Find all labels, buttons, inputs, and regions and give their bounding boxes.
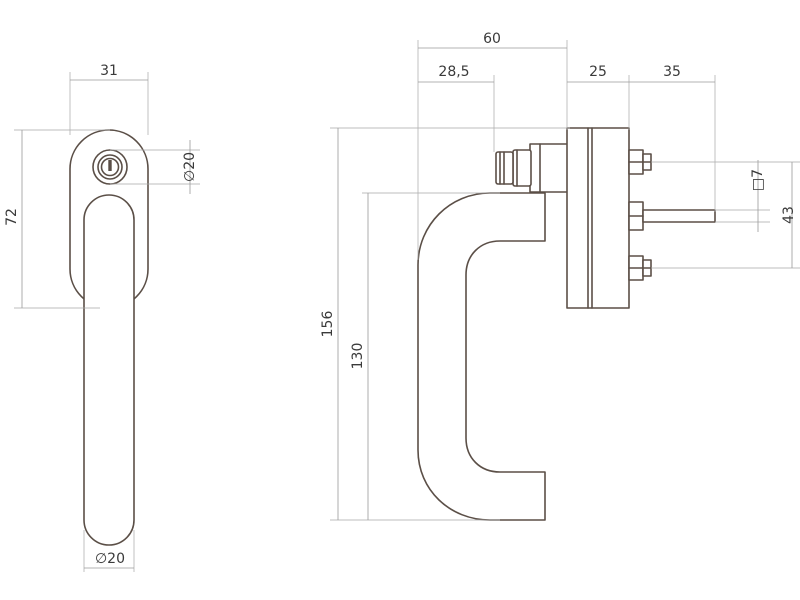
dim-side-key-offset-label: 28,5 — [438, 64, 469, 80]
dim-front-width: 31 — [69, 63, 149, 135]
dim-spindle-square: □7 — [715, 160, 770, 232]
side-view: 60 28,5 25 35 156 — [320, 31, 800, 521]
dim-screw-spacing: 43 — [651, 161, 800, 269]
dim-rosette-diameter: ∅20 — [110, 140, 200, 194]
dim-side-total: 60 — [417, 31, 568, 260]
screw-bottom-icon — [628, 255, 652, 281]
dim-side-rose-label: 25 — [589, 64, 607, 80]
dim-screw-spacing-label: 43 — [781, 206, 797, 224]
lock-cylinder-icon — [92, 149, 128, 185]
dim-front-height-label: 72 — [4, 208, 20, 226]
dim-side-total-label: 60 — [483, 31, 501, 47]
dim-front-height: 72 — [4, 129, 110, 309]
dim-grip-height-label: 130 — [350, 343, 366, 370]
front-handle-grip — [83, 194, 135, 546]
dim-side-rose: 25 — [567, 64, 630, 130]
dim-total-height: 156 — [320, 127, 570, 521]
dim-handle-diameter: ∅20 — [83, 530, 135, 572]
dim-side-spindle-label: 35 — [663, 64, 681, 80]
dim-front-width-label: 31 — [100, 63, 118, 79]
side-neck — [529, 143, 569, 193]
dim-side-key-offset: 28,5 — [418, 64, 495, 152]
dim-total-height-label: 156 — [320, 311, 336, 338]
spindle-icon — [628, 201, 716, 231]
screw-top-icon — [628, 149, 652, 175]
side-key-cylinder-icon — [495, 143, 541, 193]
side-handle — [417, 192, 546, 521]
dim-rosette-diameter-label: ∅20 — [182, 152, 198, 182]
side-rosette — [566, 127, 630, 309]
dim-handle-diameter-label: ∅20 — [95, 551, 125, 567]
dim-side-spindle: 35 — [629, 64, 716, 212]
dim-spindle-square-label: □7 — [750, 169, 766, 191]
dim-grip-height: 130 — [350, 192, 500, 520]
front-view: 31 72 ∅20 ∅20 — [4, 63, 200, 572]
